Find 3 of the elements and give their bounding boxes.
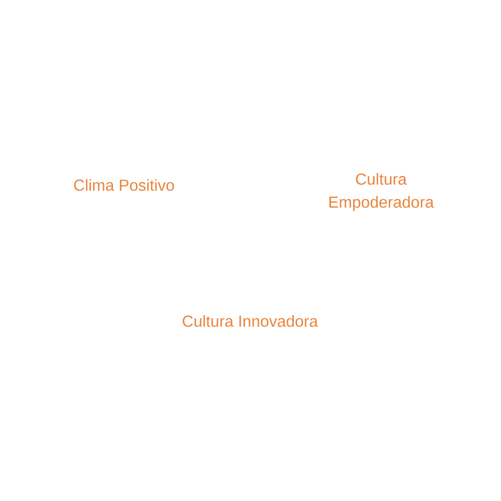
region-label: Cultura Innovadora xyxy=(182,315,318,327)
region-label: Clima Positivo xyxy=(74,179,174,191)
region-label: Cultura Empoderadora xyxy=(329,173,434,211)
